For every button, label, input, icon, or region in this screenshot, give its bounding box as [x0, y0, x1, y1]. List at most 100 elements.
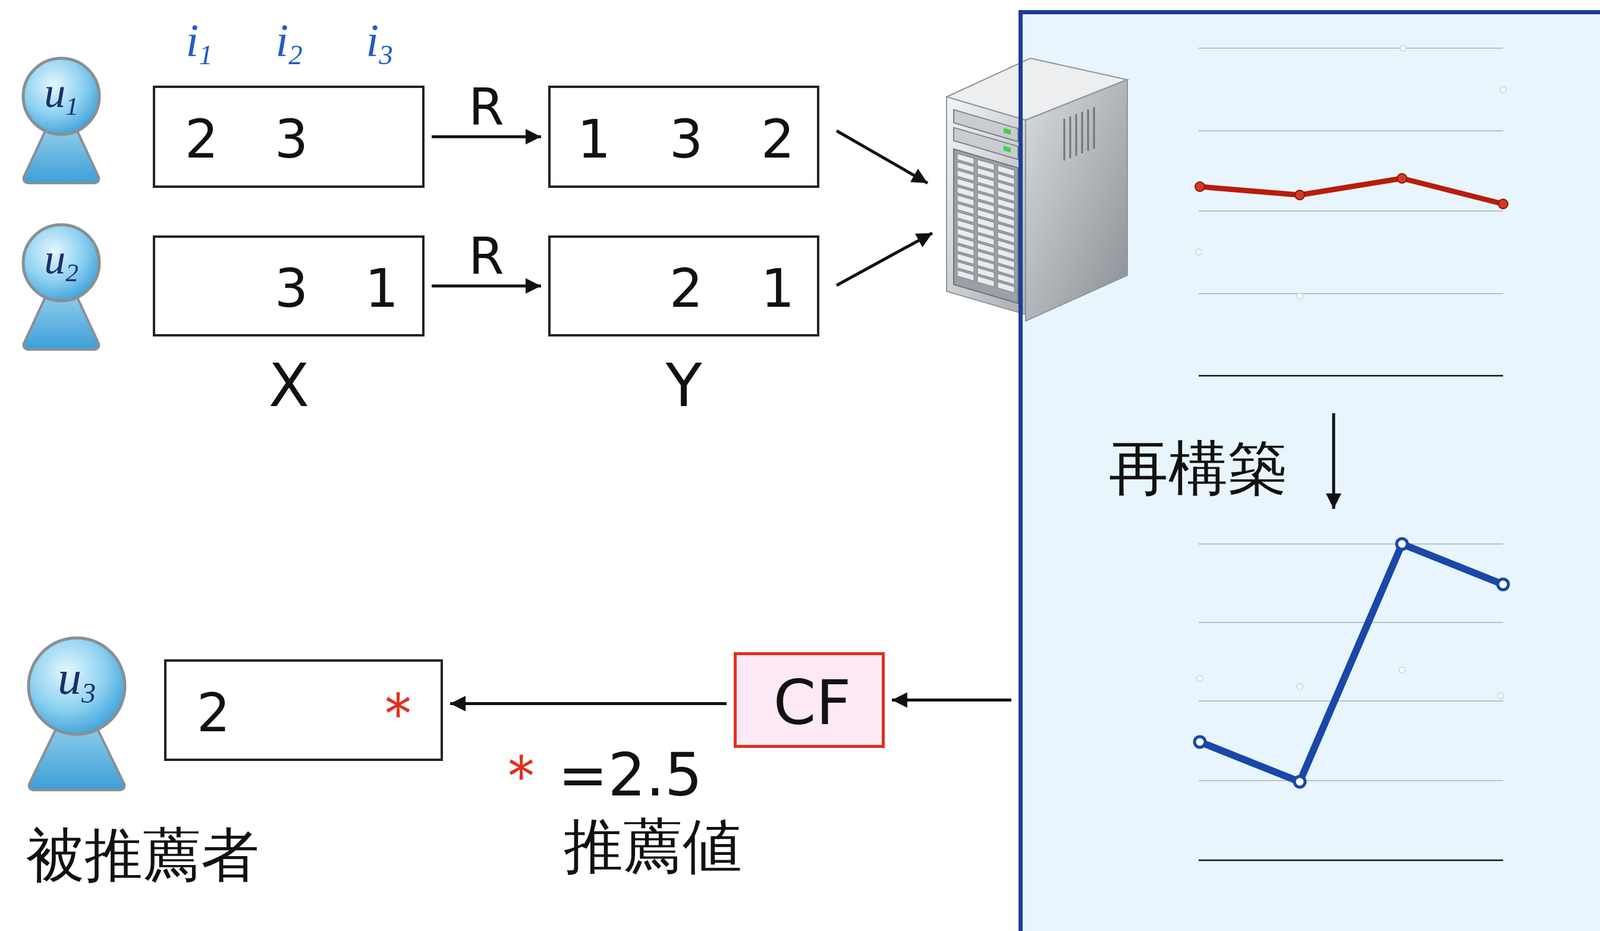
text-subscript: 1	[198, 39, 213, 71]
cell-text: 3	[669, 112, 704, 166]
upload-arrows	[836, 233, 933, 286]
cell-text: 2	[669, 262, 704, 316]
chart-after	[1194, 736, 1206, 748]
server-icon	[977, 275, 995, 287]
server-icon	[1087, 109, 1090, 152]
server-icon	[1069, 116, 1072, 159]
chart-before	[1195, 249, 1202, 256]
cell-text: 2	[761, 112, 795, 166]
cell-text: 3	[274, 262, 309, 316]
item-label: i3	[365, 17, 393, 69]
text-subscript: 3	[378, 39, 393, 71]
text-subscript: 2	[288, 39, 303, 71]
text-subscript: 3	[81, 677, 96, 709]
chart-before	[1199, 178, 1504, 204]
server-icon	[1003, 127, 1011, 135]
chart-after	[1198, 621, 1504, 624]
server-icon	[957, 153, 1015, 293]
text-main: u	[43, 68, 66, 117]
chart-after	[1199, 544, 1504, 782]
upload-arrows	[836, 130, 933, 286]
user-name: u3	[57, 654, 96, 707]
chart-before	[1500, 86, 1507, 93]
cell-text: CF	[772, 672, 851, 734]
chart-before	[1195, 181, 1205, 192]
chart-before	[1198, 130, 1504, 132]
server-icon	[946, 96, 1026, 315]
chart-after	[1296, 683, 1303, 690]
person-head	[28, 637, 125, 735]
chart-before	[1198, 210, 1504, 212]
chart-before	[1294, 190, 1305, 200]
flow-arrow	[891, 698, 1012, 702]
value-label: =2.5	[558, 745, 703, 806]
user-name: u1	[43, 71, 79, 119]
cf-box: CF	[733, 652, 885, 748]
server-icon	[1064, 107, 1095, 161]
user-icon: u3	[25, 635, 128, 793]
user-name: u2	[43, 237, 79, 286]
person-head	[23, 58, 100, 135]
rating-box: 21	[548, 235, 820, 337]
chart-after	[1198, 543, 1504, 545]
edge-label: R	[466, 230, 507, 282]
edge-label: R	[466, 80, 507, 132]
panel-ground	[1018, 10, 1600, 931]
server-icon	[1075, 114, 1078, 156]
text-subscript: 1	[65, 92, 79, 121]
chart-before	[1198, 47, 1504, 49]
cell-text: 3	[274, 112, 309, 166]
server-icon	[957, 269, 974, 281]
chart-after	[1497, 579, 1509, 590]
matrix-label: Y	[665, 356, 702, 416]
cell-text: 2	[196, 686, 231, 740]
server-icon	[1081, 111, 1084, 154]
cell-text: 1	[577, 112, 612, 166]
server-icon	[1003, 145, 1011, 153]
chart-before	[1400, 45, 1407, 52]
user-icon: u2	[20, 222, 103, 352]
chart-before	[1498, 199, 1508, 209]
text-main: i	[275, 14, 289, 66]
upload-arrows	[836, 130, 928, 184]
text-subscript: 2	[65, 258, 79, 287]
server-icon	[997, 281, 1015, 293]
item-label: i2	[275, 17, 303, 69]
chart-before	[1198, 293, 1504, 295]
server-icon	[953, 149, 1018, 304]
chart-after	[1294, 776, 1306, 788]
cell-text: ＊	[368, 683, 429, 743]
text-main: u	[43, 235, 66, 284]
chart-before	[1195, 45, 1508, 376]
server-panel: 再構築	[1018, 10, 1600, 931]
chart-before	[1397, 173, 1407, 184]
flow-arrow	[431, 284, 542, 288]
server-icon	[1093, 107, 1096, 149]
chart-after	[1198, 859, 1504, 862]
chart-after	[1196, 675, 1203, 682]
user-icon: u1	[20, 55, 103, 186]
text-main: u	[57, 651, 82, 704]
chart-after	[1396, 538, 1408, 550]
rating-box: 31	[152, 235, 425, 337]
server-icon	[1025, 79, 1128, 322]
server-icon	[946, 58, 1128, 322]
item-label: i1	[185, 17, 213, 69]
rating-box: 1 3 2	[548, 85, 820, 188]
role-label: 被推薦者	[26, 825, 260, 885]
cell-text: 1	[365, 262, 399, 316]
chart-after	[1198, 780, 1504, 782]
rating-box: 2＊	[164, 659, 443, 762]
value-caption: 推薦値	[563, 816, 743, 877]
flow-arrow	[450, 702, 727, 706]
server-icon	[946, 96, 1026, 315]
chart-after	[1198, 700, 1504, 702]
cell-text: 2	[184, 112, 219, 166]
panel-heading: 再構築	[1108, 438, 1288, 499]
chart-before	[1296, 293, 1303, 300]
chart-after	[1194, 538, 1509, 861]
chart-after	[1497, 692, 1504, 699]
text-main: i	[185, 14, 199, 66]
chart-after	[1399, 667, 1405, 674]
server-icon	[1063, 118, 1066, 161]
